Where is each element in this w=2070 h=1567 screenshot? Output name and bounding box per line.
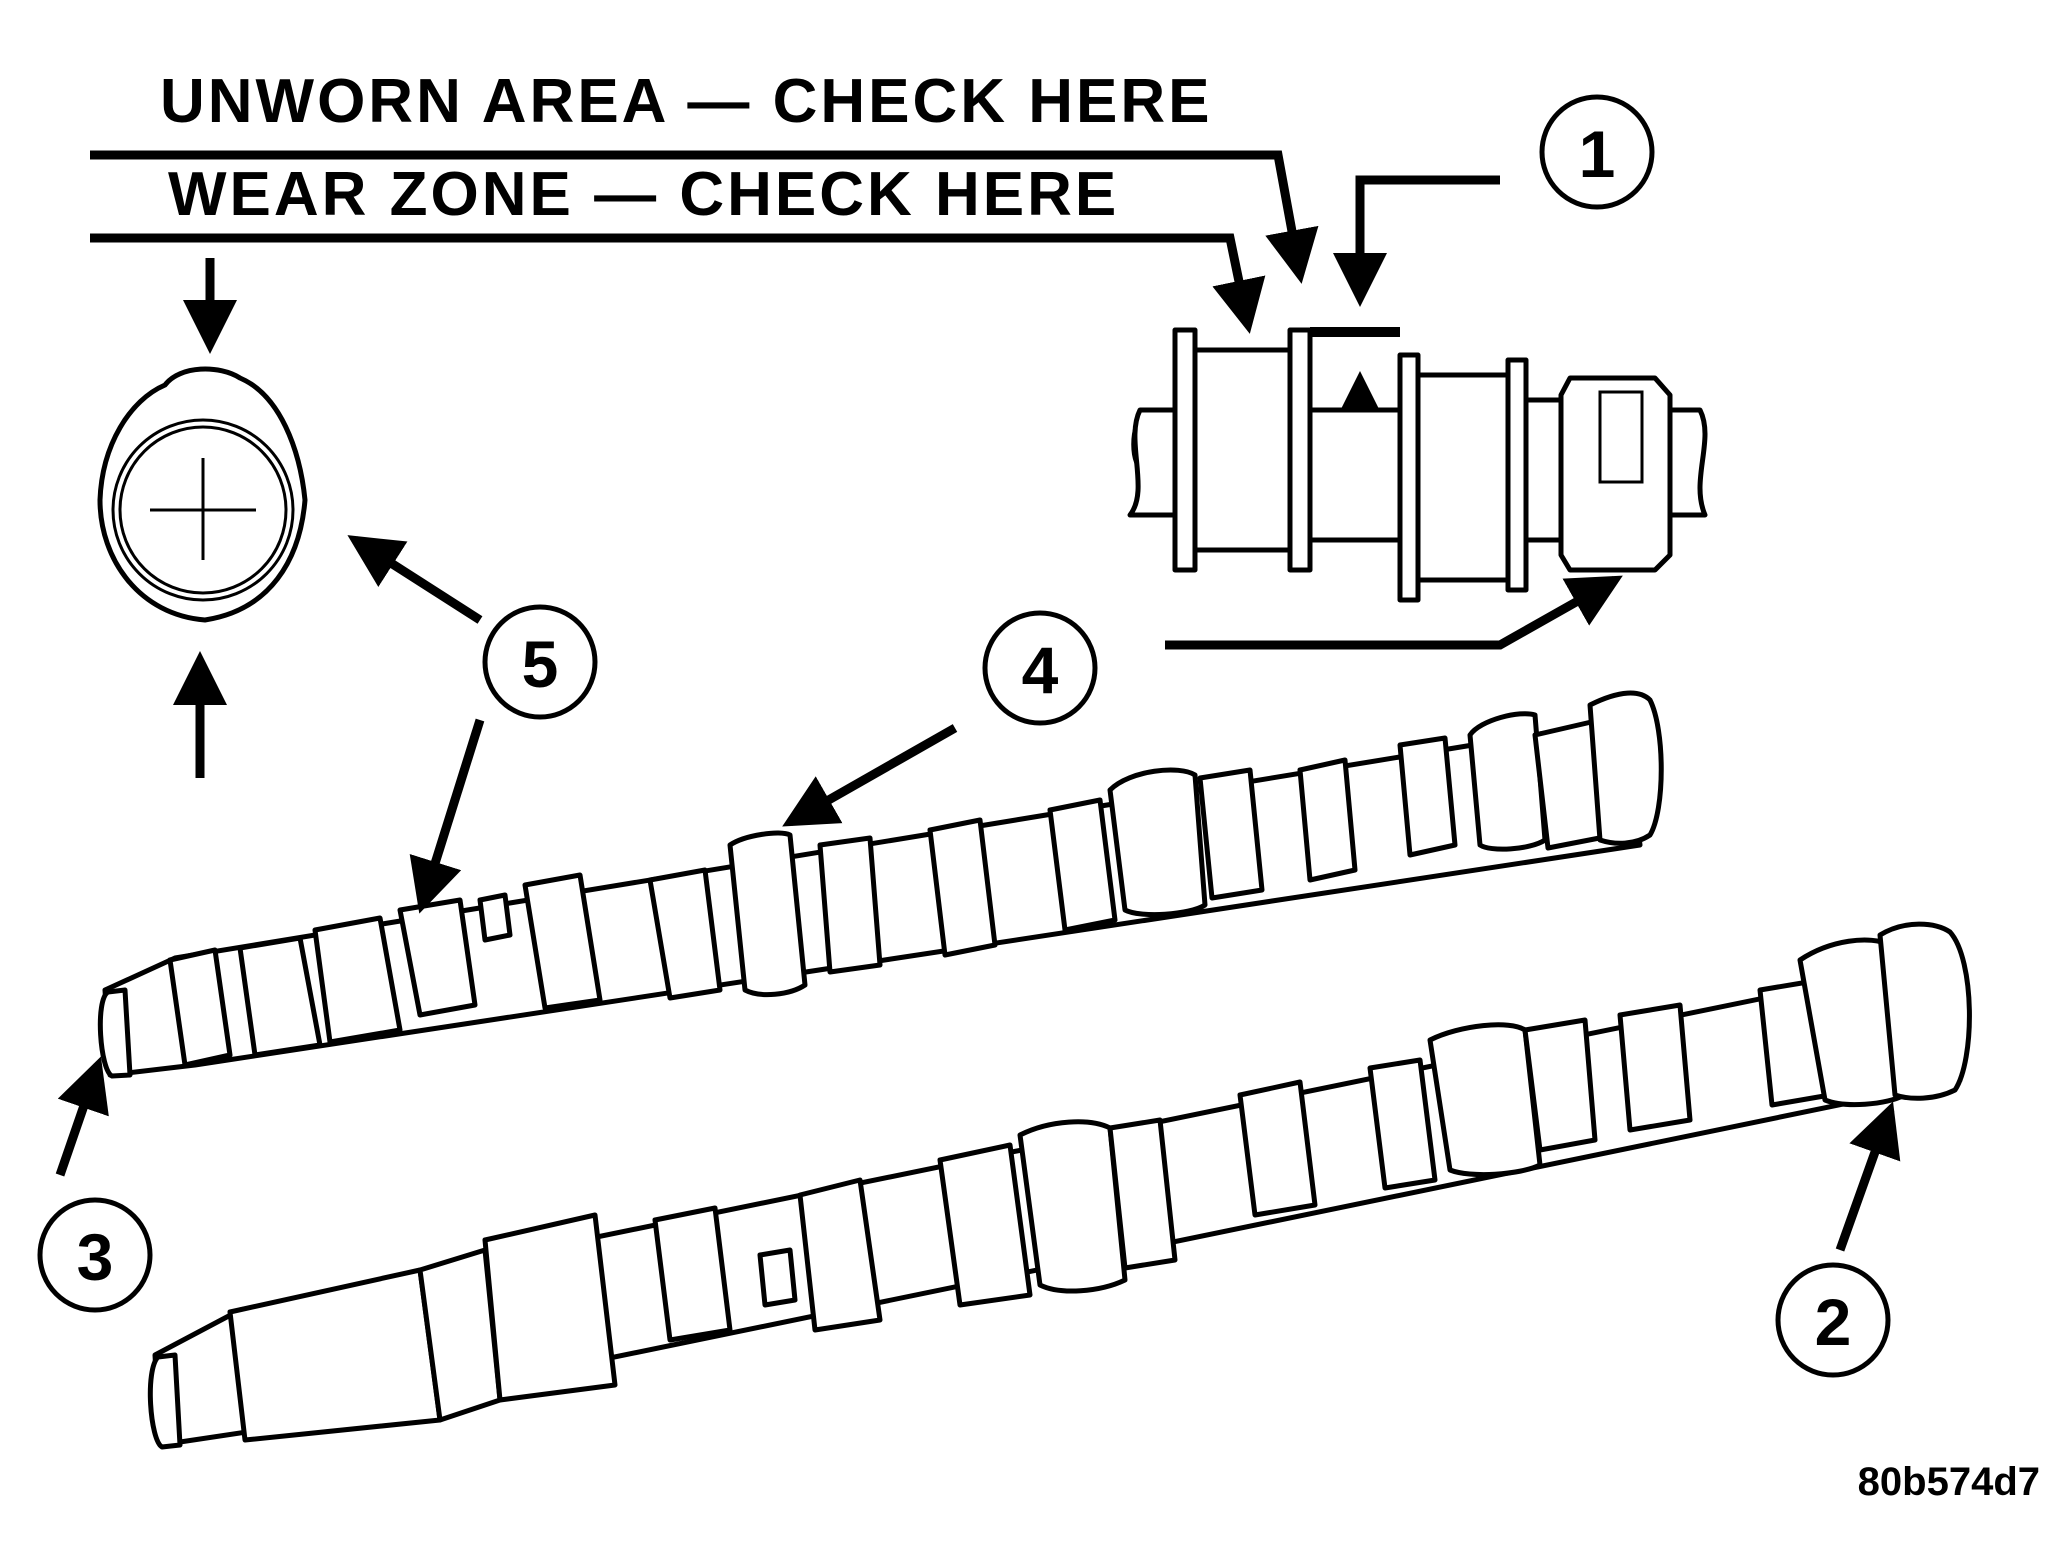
callout-3: 3	[37, 1197, 153, 1313]
callout-5-leader	[409, 718, 485, 914]
lower-camshaft	[147, 921, 1972, 1450]
callout-2: 2	[1775, 1262, 1891, 1378]
callout-5-number: 5	[522, 627, 559, 701]
callout-2-number: 2	[1815, 1285, 1852, 1359]
lobe-detail-view	[1127, 327, 1708, 603]
callout-5: 5	[482, 604, 598, 720]
callout-4-number: 4	[1022, 633, 1059, 707]
unworn-area-label: UNWORN AREA — CHECK HERE	[160, 67, 1213, 136]
callout-1: 1	[1539, 94, 1655, 210]
journal-end-view	[97, 258, 483, 778]
callout-4-leader	[782, 724, 958, 827]
unworn-area-leader	[90, 150, 1319, 284]
callout-3-leader	[55, 1056, 109, 1177]
callout-2-leader	[1835, 1101, 1901, 1252]
wear-zone-leader	[90, 233, 1266, 334]
callout-4: 4	[982, 610, 1098, 726]
wear-zone-label: WEAR ZONE — CHECK HERE	[168, 160, 1119, 229]
lobe-detail-leader	[1165, 575, 1623, 650]
callout-1-number: 1	[1579, 117, 1616, 191]
figure-id: 80b574d7	[1858, 1460, 2040, 1504]
upper-camshaft	[97, 690, 1664, 1079]
callout-3-number: 3	[77, 1220, 114, 1294]
